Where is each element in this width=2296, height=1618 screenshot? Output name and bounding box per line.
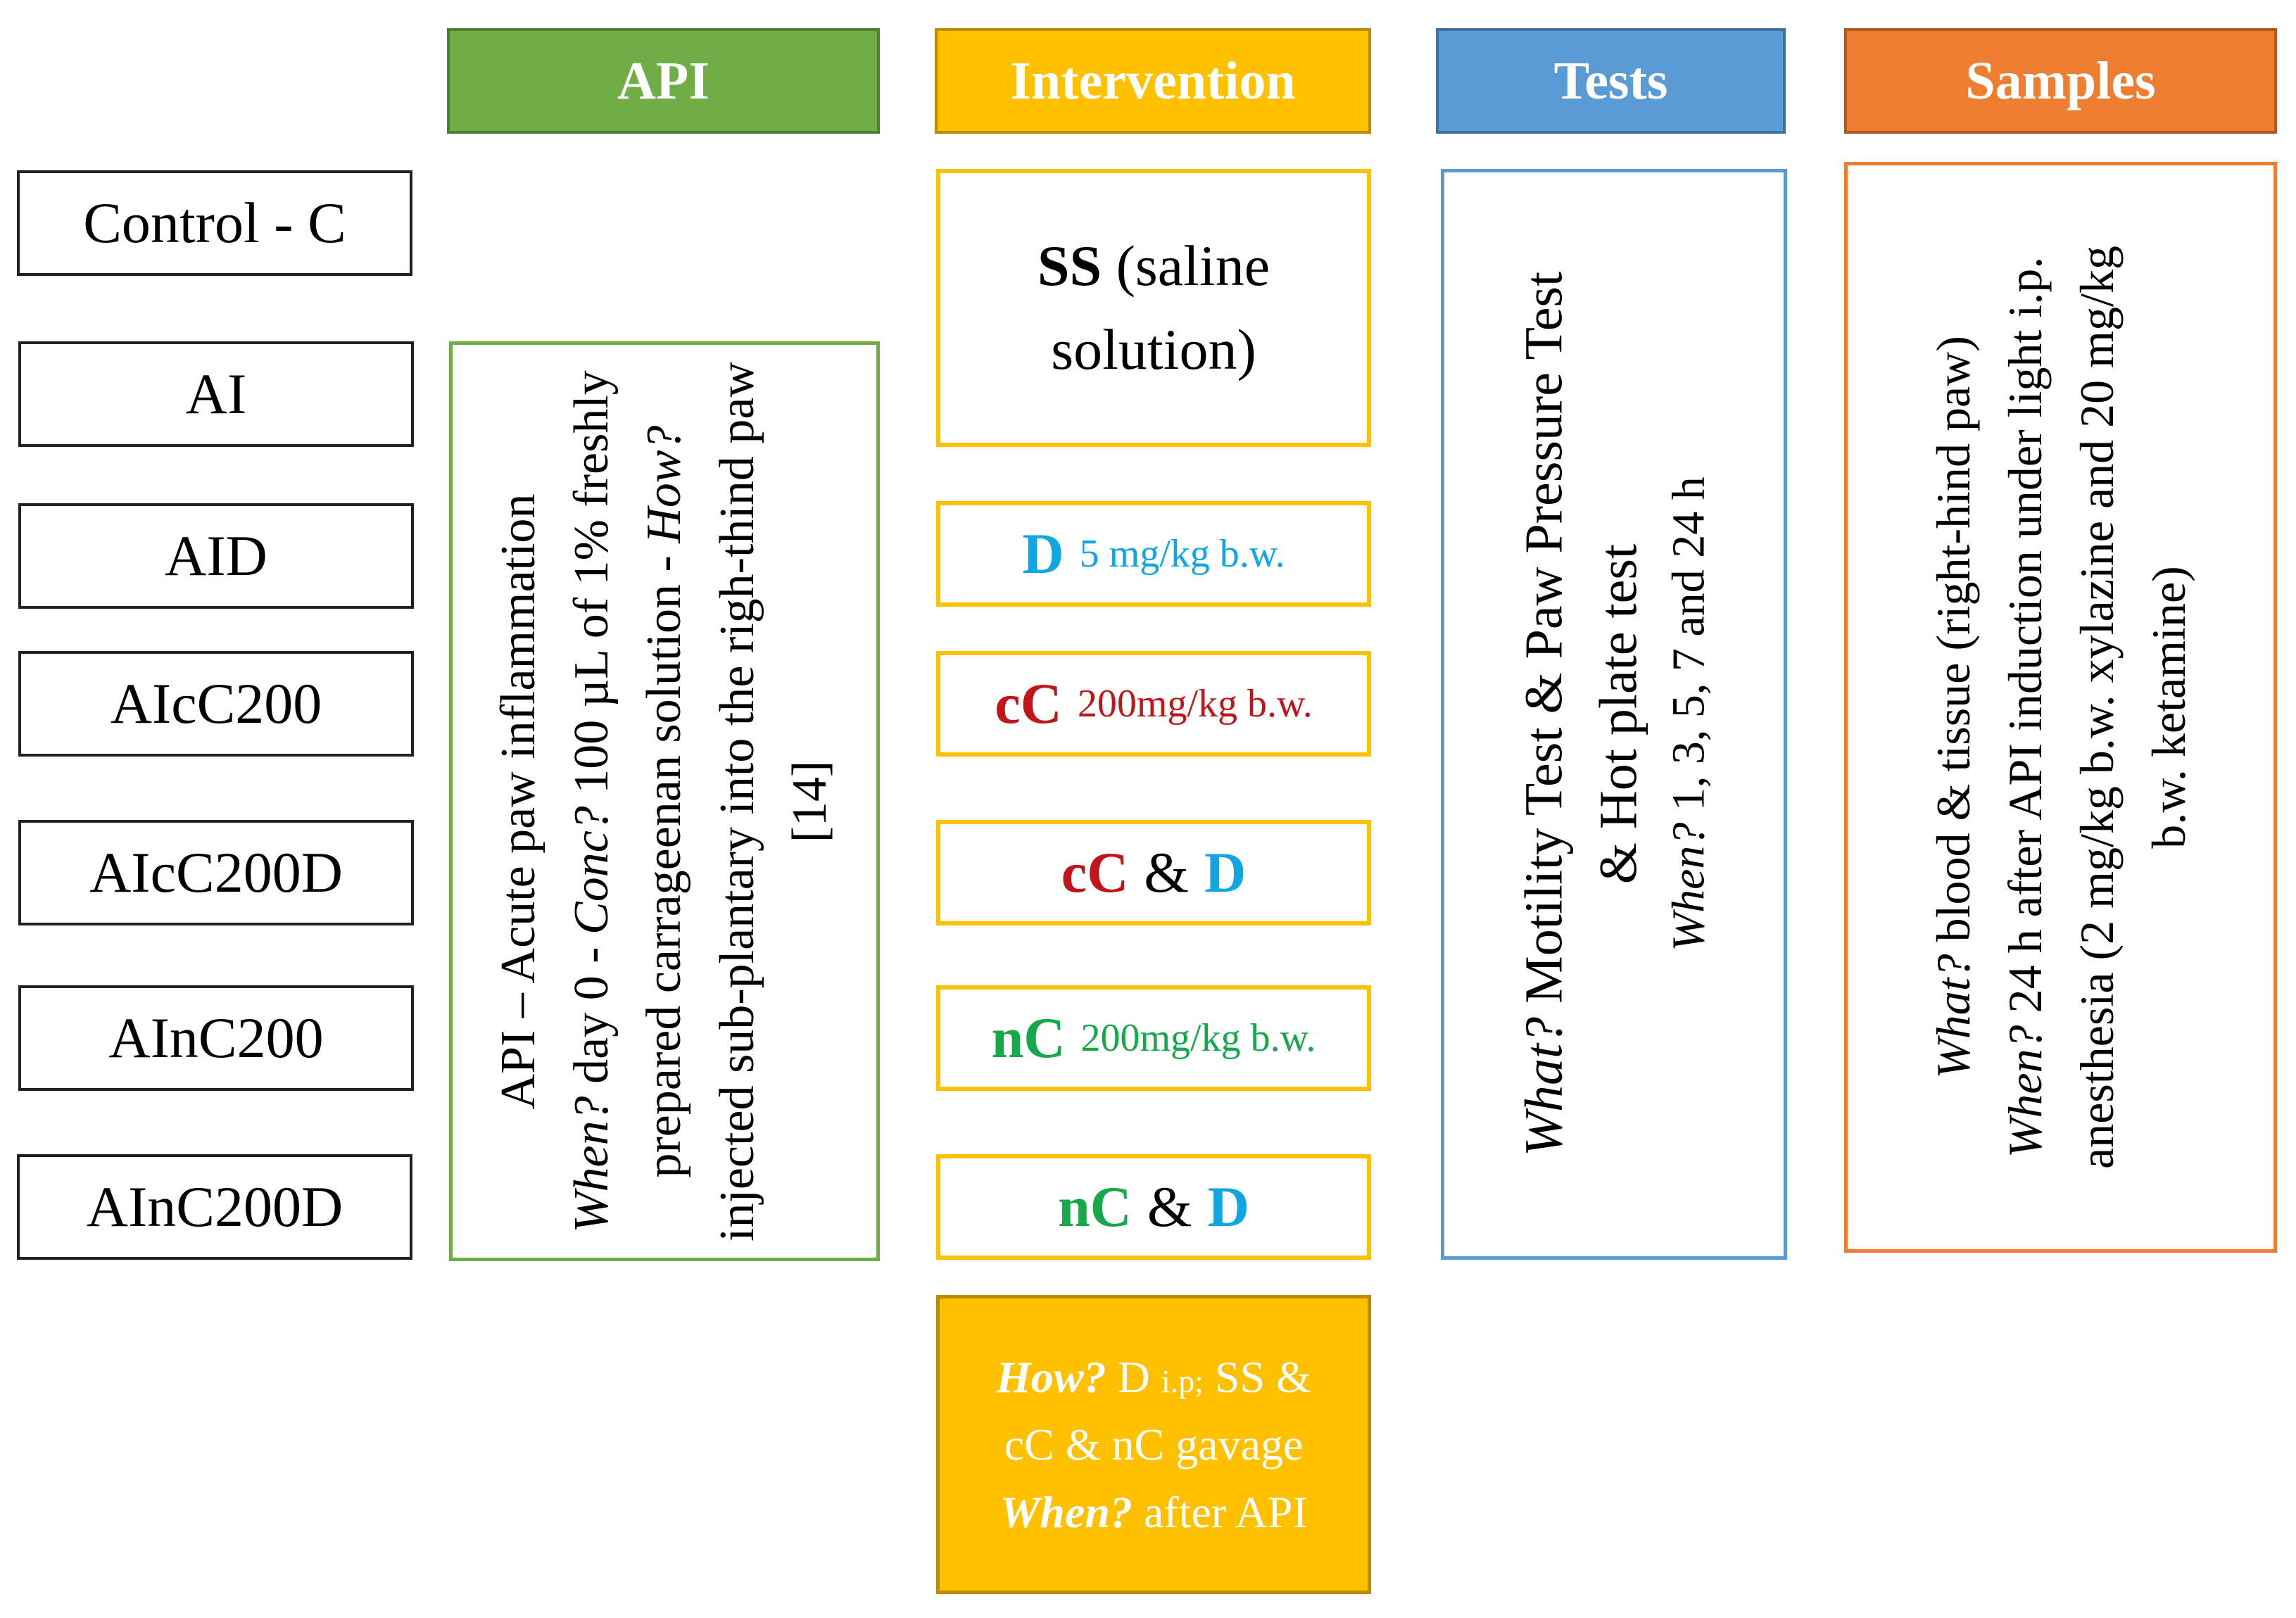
group-aid: AID: [18, 503, 414, 609]
tests-what-question: What?: [1514, 1017, 1574, 1157]
tests-when-text: 1, 3, 5, 7 and 24 h: [1663, 476, 1715, 823]
group-label: AInC200D: [86, 1175, 343, 1239]
tests-when-question: When?: [1663, 823, 1715, 952]
tests-header-label: Tests: [1553, 51, 1668, 110]
group-aicc200d: AIcC200D: [18, 820, 414, 925]
samples-what-text: blood & tissue (right-hind paw): [1926, 336, 1980, 954]
cc-label: cC: [1061, 840, 1129, 904]
intervention-cc-d: cC & D: [936, 820, 1371, 925]
tests-description-box: What? Motility Test & Paw Pressure Test …: [1441, 169, 1787, 1260]
samples-description-box: What? blood & tissue (right-hind paw) Wh…: [1844, 162, 2277, 1253]
method-ip: i.p;: [1161, 1363, 1204, 1399]
intervention-cc: cC 200mg/kg b.w.: [936, 651, 1371, 757]
tests-line2: & Hot plate test: [1589, 544, 1648, 885]
nc-label: nC: [1058, 1175, 1132, 1239]
ss-text-line2: solution): [1051, 317, 1256, 381]
samples-header: Samples: [1844, 28, 2277, 134]
method-when-question: When?: [999, 1486, 1133, 1537]
method-when-text: after API: [1132, 1486, 1308, 1537]
tests-what-text: Motility Test & Paw Pressure Test: [1514, 272, 1574, 1018]
group-label: AIcC200D: [89, 840, 343, 904]
nc-label: nC: [991, 1006, 1066, 1070]
method-how-d: D: [1106, 1351, 1161, 1402]
api-when-question: When?: [564, 1095, 619, 1233]
group-ai: AI: [18, 341, 414, 447]
ampersand: &: [1144, 840, 1190, 904]
ss-label: SS: [1037, 233, 1102, 298]
api-title: API – Acute paw inflammation: [491, 493, 546, 1109]
tests-header: Tests: [1436, 28, 1786, 134]
group-ainc200d: AInC200D: [17, 1154, 412, 1260]
tests-description-text: What? Motility Test & Paw Pressure Test …: [1506, 187, 1721, 1242]
intervention-header: Intervention: [935, 28, 1371, 134]
api-description-box: API – Acute paw inflammation When? day 0…: [449, 341, 880, 1261]
intervention-nc: nC 200mg/kg b.w.: [936, 985, 1371, 1091]
nc-dose: 200mg/kg b.w.: [1080, 1016, 1316, 1060]
group-control: Control - C: [17, 170, 412, 276]
samples-when-question: When?: [1998, 1025, 2052, 1158]
intervention-d: D 5 mg/kg b.w.: [936, 501, 1371, 607]
api-how-question: How?: [637, 425, 692, 543]
d-dose: 5 mg/kg b.w.: [1079, 532, 1285, 576]
group-aicc200: AIcC200: [18, 651, 414, 757]
group-ainc200: AInC200: [18, 985, 414, 1091]
ss-text: (saline: [1102, 233, 1270, 298]
samples-header-label: Samples: [1965, 51, 2156, 110]
api-header-label: API: [617, 51, 709, 110]
api-conc-question: Conc?: [564, 805, 619, 935]
d-label: D: [1204, 840, 1247, 904]
group-label: AIcC200: [110, 671, 322, 735]
d-label: D: [1022, 522, 1064, 586]
cc-dose: 200mg/kg b.w.: [1077, 682, 1313, 726]
intervention-header-label: Intervention: [1010, 51, 1296, 110]
group-label: AID: [165, 524, 267, 588]
method-gavage: cC & nC gavage: [1004, 1419, 1304, 1470]
intervention-method-box: How? D i.p; SS & cC & nC gavage When? af…: [936, 1295, 1371, 1594]
api-description-text: API – Acute paw inflammation When? day 0…: [482, 358, 847, 1245]
samples-what-question: What?: [1926, 954, 1980, 1079]
intervention-nc-d: nC & D: [936, 1154, 1371, 1260]
d-label: D: [1207, 1175, 1249, 1239]
api-header: API: [447, 28, 880, 134]
api-when-text: day 0 -: [564, 934, 619, 1096]
group-label: Control - C: [83, 191, 346, 255]
group-label: AInC200: [108, 1006, 324, 1070]
method-how-question: How?: [996, 1351, 1106, 1402]
method-how-rest: SS &: [1203, 1351, 1311, 1402]
group-label: AI: [185, 362, 247, 426]
intervention-ss: SS (saline solution): [936, 169, 1371, 447]
cc-label: cC: [995, 671, 1062, 735]
samples-description-text: What? blood & tissue (right-hind paw) Wh…: [1917, 201, 2204, 1214]
api-how-text: injected sub-plantary into the righ-thin…: [709, 361, 838, 1241]
ampersand: &: [1147, 1175, 1192, 1239]
